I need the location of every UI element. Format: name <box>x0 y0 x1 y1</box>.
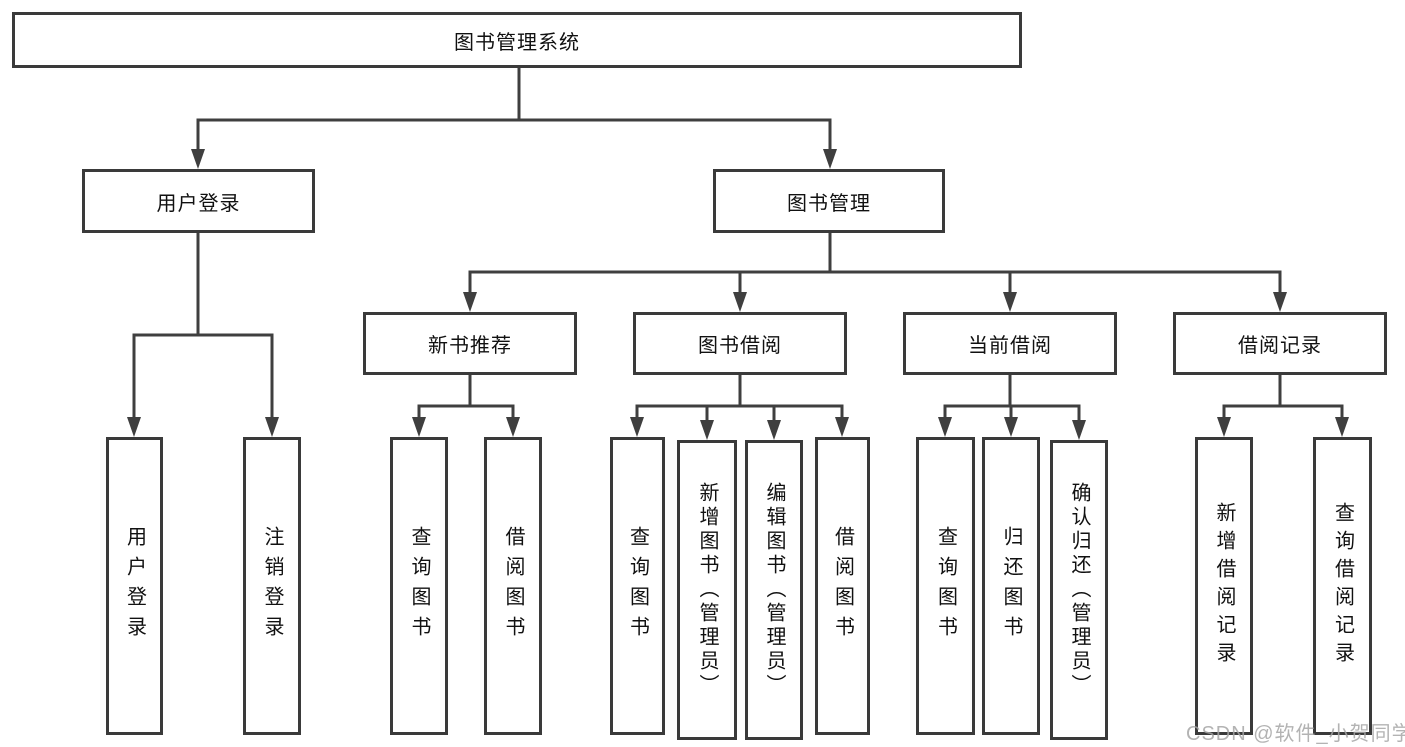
node-user-login: 用户登录 <box>82 169 315 233</box>
edge-paths <box>132 67 1344 424</box>
leaf-nb-query-books: 查询图书 <box>390 437 448 735</box>
leaf-br-query-record: 查询借阅记录 <box>1313 437 1372 735</box>
leaf-bb-borrow-books: 借阅图书 <box>815 437 870 735</box>
arrow-heads <box>127 149 1349 440</box>
node-root-system: 图书管理系统 <box>12 12 1022 68</box>
csdn-watermark: CSDN @软件_小贺同学 <box>1186 723 1405 745</box>
leaf-cb-return-books: 归还图书 <box>982 437 1040 735</box>
leaf-bb-query-books: 查询图书 <box>610 437 665 735</box>
node-new-book-recommend: 新书推荐 <box>363 312 577 375</box>
leaf-user-login: 用户登录 <box>106 437 163 735</box>
leaf-logout: 注销登录 <box>243 437 301 735</box>
leaf-bb-edit-books-admin: 编辑图书（管理员） <box>745 440 803 740</box>
node-book-borrow: 图书借阅 <box>633 312 847 375</box>
node-current-borrow: 当前借阅 <box>903 312 1117 375</box>
leaf-nb-borrow-books: 借阅图书 <box>484 437 542 735</box>
leaf-bb-add-books-admin: 新增图书（管理员） <box>677 440 737 740</box>
leaf-cb-query-books: 查询图书 <box>916 437 975 735</box>
node-book-management: 图书管理 <box>713 169 945 233</box>
leaf-cb-confirm-return-admin: 确认归还（管理员） <box>1050 440 1108 740</box>
node-borrow-records: 借阅记录 <box>1173 312 1387 375</box>
leaf-br-add-record: 新增借阅记录 <box>1195 437 1253 735</box>
